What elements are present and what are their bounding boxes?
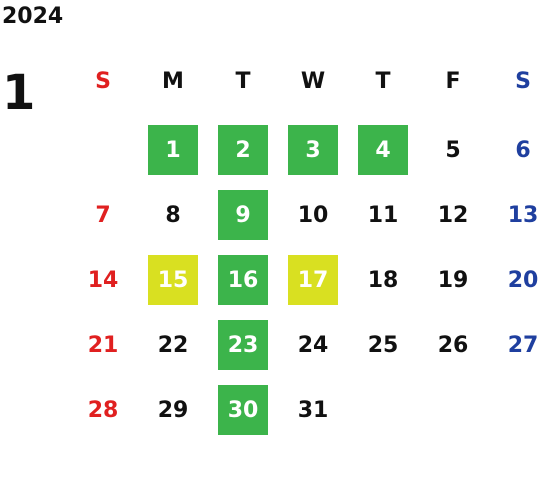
weekday-monday: M: [162, 68, 184, 94]
day-cell[interactable]: 11: [367, 202, 399, 228]
weekday-header: S M T W T F S: [68, 56, 548, 106]
day-cell[interactable]: 12: [437, 202, 469, 228]
weekday-friday: F: [445, 68, 461, 94]
day-cell[interactable]: 16: [218, 255, 268, 305]
day-cell[interactable]: 1: [148, 125, 198, 175]
day-cell[interactable]: 4: [358, 125, 408, 175]
day-cell[interactable]: 2: [218, 125, 268, 175]
day-cell-empty: [498, 385, 548, 435]
day-cell[interactable]: 29: [157, 397, 189, 423]
day-cell[interactable]: 31: [297, 397, 329, 423]
day-cell[interactable]: 5: [445, 137, 461, 163]
day-cell[interactable]: 24: [297, 332, 329, 358]
day-cell[interactable]: 21: [87, 332, 119, 358]
day-cell[interactable]: 17: [288, 255, 338, 305]
day-cell[interactable]: 26: [437, 332, 469, 358]
calendar-week: 14 15 16 17 18 19 20: [68, 255, 548, 305]
calendar-week: 21 22 23 24 25 26 27: [68, 320, 548, 370]
day-cell[interactable]: 30: [218, 385, 268, 435]
day-cell[interactable]: 9: [218, 190, 268, 240]
calendar-week: 28 29 30 31: [68, 385, 548, 435]
weekday-tuesday: T: [235, 68, 251, 94]
day-cell[interactable]: 25: [367, 332, 399, 358]
day-cell[interactable]: 10: [297, 202, 329, 228]
day-cell[interactable]: 23: [218, 320, 268, 370]
day-cell[interactable]: 18: [367, 267, 399, 293]
month-label: 1: [2, 65, 36, 121]
day-cell-empty: [358, 385, 408, 435]
day-cell[interactable]: 13: [507, 202, 539, 228]
day-cell[interactable]: 20: [507, 267, 539, 293]
day-cell[interactable]: 28: [87, 397, 119, 423]
year-label: 2024: [2, 4, 64, 29]
day-cell[interactable]: 8: [165, 202, 181, 228]
day-cell[interactable]: 22: [157, 332, 189, 358]
weekday-sunday: S: [95, 68, 111, 94]
weekday-wednesday: W: [300, 68, 326, 94]
day-cell[interactable]: 27: [507, 332, 539, 358]
calendar-week: 7 8 9 10 11 12 13: [68, 190, 548, 240]
day-cell[interactable]: 6: [515, 137, 531, 163]
weekday-saturday: S: [515, 68, 531, 94]
day-cell[interactable]: 7: [95, 202, 111, 228]
day-cell[interactable]: 14: [87, 267, 119, 293]
day-cell-empty: [78, 125, 128, 175]
day-cell[interactable]: 19: [437, 267, 469, 293]
day-cell[interactable]: 15: [148, 255, 198, 305]
weekday-thursday: T: [375, 68, 391, 94]
day-cell-empty: [428, 385, 478, 435]
day-cell[interactable]: 3: [288, 125, 338, 175]
calendar-week: 1 2 3 4 5 6: [68, 125, 548, 175]
